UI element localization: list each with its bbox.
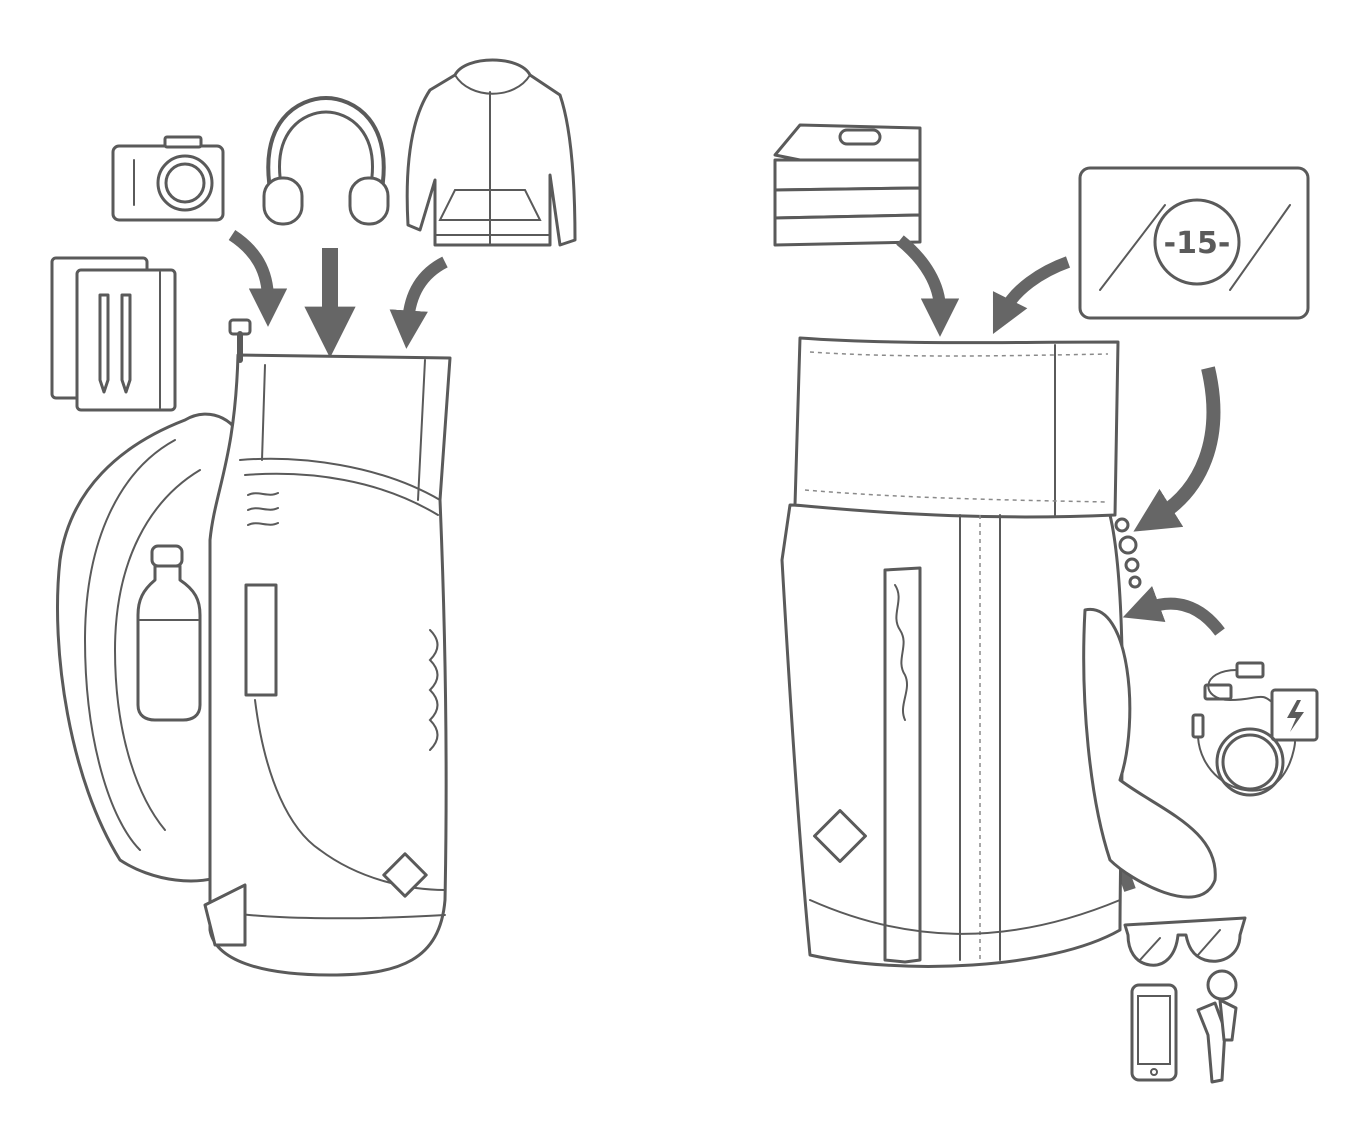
keys-icon bbox=[1196, 969, 1238, 1084]
charging-cables-icon bbox=[1191, 661, 1319, 797]
laptop-icon: -15- bbox=[1078, 166, 1310, 320]
headphones-icon bbox=[262, 96, 390, 226]
camera-icon bbox=[111, 135, 225, 222]
smartphone-icon bbox=[1130, 983, 1178, 1082]
sunglasses-icon bbox=[1123, 916, 1247, 967]
books-stack-icon bbox=[773, 123, 922, 247]
water-bottle-icon bbox=[136, 544, 202, 722]
right-backpack-front-view bbox=[780, 336, 1217, 968]
left-backpack-side-view bbox=[56, 318, 452, 977]
notebooks-pens-icon bbox=[50, 256, 177, 412]
laptop-size-label: -15- bbox=[1164, 226, 1231, 261]
hoodie-icon bbox=[405, 58, 577, 247]
